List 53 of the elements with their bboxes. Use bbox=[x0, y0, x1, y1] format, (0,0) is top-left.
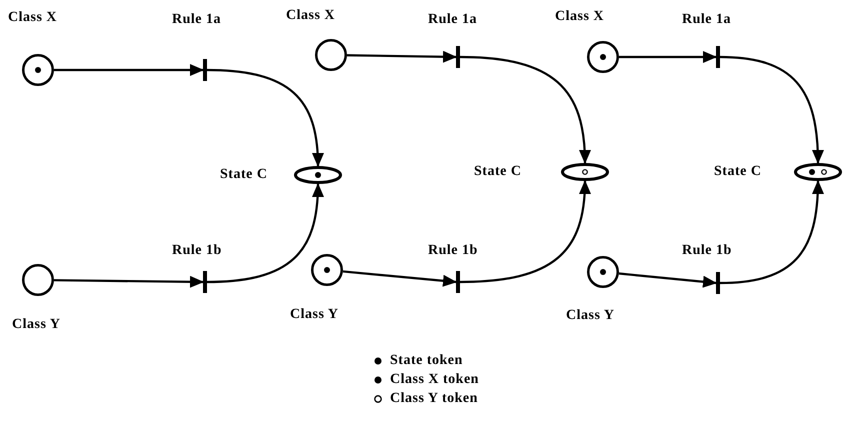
legend-label: Class X token bbox=[390, 372, 479, 388]
node-label: State C bbox=[474, 164, 522, 180]
arrow bbox=[346, 50, 457, 63]
node-label: Class Y bbox=[12, 317, 60, 333]
arrow bbox=[206, 183, 324, 284]
node-label: Class Y bbox=[566, 308, 614, 324]
token bbox=[315, 172, 321, 178]
place-node bbox=[22, 54, 54, 86]
place-node bbox=[315, 39, 347, 71]
token bbox=[600, 54, 606, 60]
state-place-node bbox=[561, 163, 609, 181]
token bbox=[600, 269, 606, 275]
node-label: Rule 1a bbox=[428, 12, 477, 28]
token bbox=[324, 267, 330, 273]
node-label: Rule 1a bbox=[172, 12, 221, 28]
transition-bar bbox=[716, 46, 720, 68]
arrow bbox=[619, 51, 717, 63]
place-node bbox=[582, 169, 588, 175]
transition-bar bbox=[456, 271, 460, 293]
node-label: Rule 1a bbox=[682, 12, 731, 28]
transition-bar bbox=[203, 59, 207, 81]
arrow bbox=[460, 180, 590, 284]
node-label: Class Y bbox=[290, 307, 338, 323]
arrow bbox=[342, 270, 457, 287]
place-node bbox=[821, 169, 827, 175]
node-label: Class X bbox=[8, 10, 58, 26]
node-label: Rule 1b bbox=[682, 243, 732, 259]
arrow bbox=[460, 56, 590, 164]
node-label: State C bbox=[714, 164, 762, 180]
token bbox=[35, 67, 41, 73]
arrow bbox=[54, 276, 204, 288]
arrow bbox=[720, 56, 824, 164]
arrow bbox=[720, 180, 824, 284]
node-label: Class X bbox=[555, 9, 604, 25]
place-node bbox=[22, 264, 54, 296]
node-label: State C bbox=[220, 167, 268, 183]
node-label: Rule 1b bbox=[172, 243, 222, 259]
transition-bar bbox=[203, 271, 207, 293]
state-place-node bbox=[294, 166, 342, 184]
state-place-node bbox=[794, 163, 842, 181]
place-node bbox=[587, 256, 619, 288]
place-node bbox=[311, 254, 343, 286]
transition-bar bbox=[716, 272, 720, 294]
legend-label: State token bbox=[390, 353, 463, 369]
token bbox=[809, 169, 815, 175]
arrow bbox=[618, 272, 717, 288]
legend-label: Class Y token bbox=[390, 391, 478, 407]
arrow bbox=[54, 64, 204, 76]
place-node bbox=[587, 41, 619, 73]
arrow bbox=[206, 68, 324, 167]
transition-bar bbox=[456, 46, 460, 68]
node-label: Rule 1b bbox=[428, 243, 478, 259]
node-label: Class X bbox=[286, 8, 336, 24]
